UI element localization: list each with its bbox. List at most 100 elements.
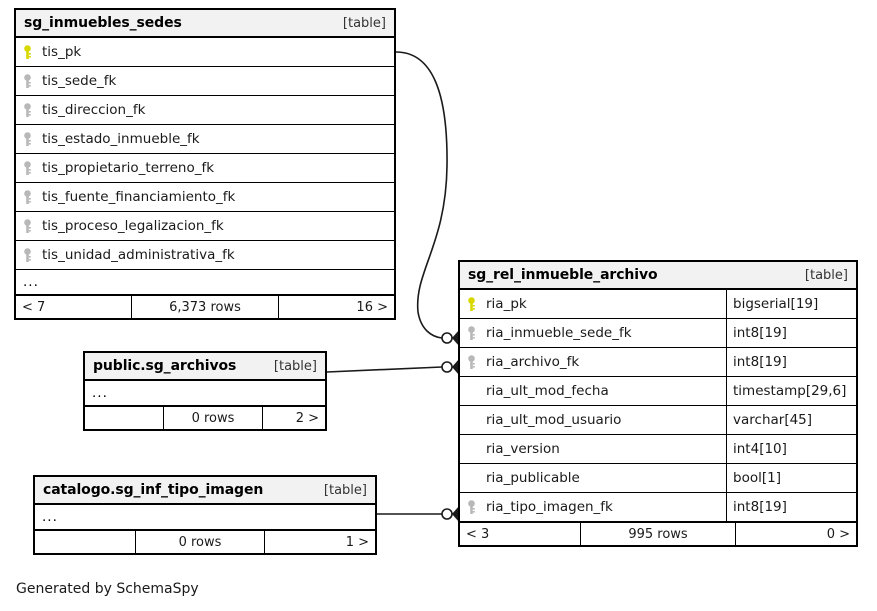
table-row[interactable]: tis_pk [16,38,394,67]
child-relation-count[interactable]: 16 > [356,299,388,315]
child-relation-count[interactable]: 0 > [826,526,850,542]
column-name: ria_ult_mod_usuario [486,412,622,428]
primary-key-icon [23,44,40,60]
column-name-cell: ria_ult_mod_fecha [460,383,726,399]
column-type: int8[19] [726,493,856,521]
relationship-optional-marker [441,361,453,373]
relationship-optional-marker [441,508,453,520]
table-row[interactable]: ria_version int4[10] [460,435,856,464]
parent-relation-count[interactable]: < 3 [466,526,490,542]
column-name-cell: ria_publicable [460,470,726,486]
relationship-optional-marker [441,332,453,344]
column-name: tis_sede_fk [42,73,117,89]
table-row[interactable]: ria_publicable bool[1] [460,464,856,493]
table-title: sg_rel_inmueble_archivo [468,267,658,283]
column-name: tis_propietario_terreno_fk [42,160,215,176]
row-count: 0 rows [135,531,265,553]
child-relation-count[interactable]: 1 > [345,534,369,550]
relationship-line-tis-pk-to-ria-inmueble-sede-fk [395,51,448,339]
column-name: tis_unidad_administrativa_fk [42,247,235,263]
column-name-cell: tis_fuente_financiamiento_fk [16,189,394,205]
table-row[interactable]: ria_archivo_fk int8[19] [460,348,856,377]
generated-by-caption: Generated by SchemaSpy [16,581,199,597]
table-row[interactable]: tis_estado_inmueble_fk [16,125,394,154]
column-name: ria_archivo_fk [486,354,580,370]
relationship-line-sg-archivos-to-ria-archivo-fk [326,366,443,373]
more-columns-indicator: ... [35,505,375,530]
relationship-crowsfoot-marker [452,506,459,522]
table-footer: < 7 6,373 rows 16 > [16,295,394,318]
table-row[interactable]: tis_fuente_financiamiento_fk [16,183,394,212]
foreign-key-icon [23,189,40,205]
row-count: 6,373 rows [131,296,279,318]
table-public-sg-archivos[interactable]: public.sg_archivos [table] ... 0 rows 2 … [83,351,327,431]
foreign-key-icon [23,131,40,147]
column-type: int4[10] [726,435,856,463]
column-name: tis_fuente_financiamiento_fk [42,189,236,205]
table-row[interactable]: tis_propietario_terreno_fk [16,154,394,183]
foreign-key-icon [467,499,484,515]
foreign-key-icon [23,102,40,118]
column-name-cell: tis_proceso_legalizacion_fk [16,218,394,234]
table-row[interactable]: tis_unidad_administrativa_fk [16,241,394,270]
foreign-key-icon [467,354,484,370]
table-row[interactable]: ria_ult_mod_fecha timestamp[29,6] [460,377,856,406]
column-name-cell: tis_sede_fk [16,73,394,89]
foreign-key-icon [23,218,40,234]
parent-relation-count[interactable] [85,407,163,429]
table-sg-inmuebles-sedes[interactable]: sg_inmuebles_sedes [table] tis_pk [14,8,396,320]
foreign-key-icon [23,73,40,89]
column-name-cell: ria_archivo_fk [460,354,726,370]
column-type: timestamp[29,6] [726,377,856,405]
table-type-tag: [table] [323,482,367,498]
column-name-cell: tis_direccion_fk [16,102,394,118]
more-columns-indicator: ... [85,381,325,406]
relationship-crowsfoot-marker [452,330,459,346]
column-name: ria_inmueble_sede_fk [486,325,632,341]
table-type-tag: [table] [342,15,386,31]
column-name-cell: ria_ult_mod_usuario [460,412,726,428]
table-type-tag: [table] [804,267,848,283]
table-catalogo-sg-inf-tipo-imagen[interactable]: catalogo.sg_inf_tipo_imagen [table] ... … [33,475,377,555]
table-row[interactable]: ria_tipo_imagen_fk int8[19] [460,493,856,522]
foreign-key-icon [467,325,484,341]
table-sg-rel-inmueble-archivo[interactable]: sg_rel_inmueble_archivo [table] ria_pk b… [458,260,858,547]
column-name-cell: tis_pk [16,44,394,60]
row-count: 995 rows [580,523,736,545]
table-row[interactable]: ria_pk bigserial[19] [460,290,856,319]
table-title: public.sg_archivos [93,358,237,374]
table-header: public.sg_archivos [table] [85,353,325,381]
table-footer: 0 rows 2 > [85,406,325,429]
table-type-tag: [table] [273,358,317,374]
column-type: bool[1] [726,464,856,492]
column-name-cell: ria_pk [460,296,726,312]
table-row[interactable]: ria_ult_mod_usuario varchar[45] [460,406,856,435]
child-relation-count[interactable]: 2 > [295,410,319,426]
column-name-cell: ria_inmueble_sede_fk [460,325,726,341]
parent-relation-count[interactable] [35,531,135,553]
foreign-key-icon [23,160,40,176]
column-name-cell: ria_version [460,441,726,457]
table-footer: < 3 995 rows 0 > [460,522,856,545]
table-header: sg_rel_inmueble_archivo [table] [460,262,856,290]
table-header: catalogo.sg_inf_tipo_imagen [table] [35,477,375,505]
relationship-crowsfoot-marker [452,359,459,375]
table-row[interactable]: ria_inmueble_sede_fk int8[19] [460,319,856,348]
column-name-cell: tis_propietario_terreno_fk [16,160,394,176]
column-type: int8[19] [726,319,856,347]
column-name: ria_ult_mod_fecha [486,383,609,399]
column-name: ria_version [486,441,560,457]
table-row[interactable]: tis_direccion_fk [16,96,394,125]
foreign-key-icon [23,247,40,263]
table-row[interactable]: tis_sede_fk [16,67,394,96]
table-title: catalogo.sg_inf_tipo_imagen [43,482,264,498]
table-footer: 0 rows 1 > [35,530,375,553]
column-name: tis_estado_inmueble_fk [42,131,200,147]
table-row[interactable]: tis_proceso_legalizacion_fk [16,212,394,241]
column-name-cell: tis_estado_inmueble_fk [16,131,394,147]
column-name-cell: tis_unidad_administrativa_fk [16,247,394,263]
parent-relation-count[interactable]: < 7 [22,299,46,315]
column-name: tis_pk [42,44,82,60]
